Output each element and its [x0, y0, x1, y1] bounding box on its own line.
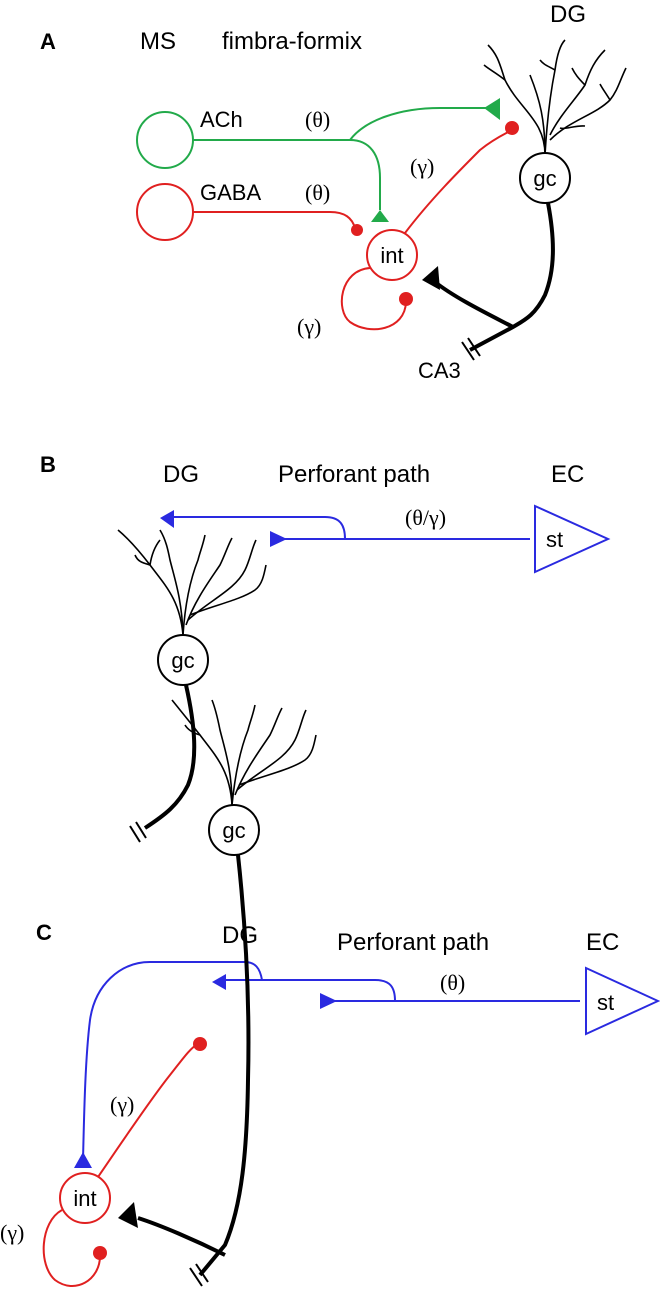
- int-axon-to-gc-c: [97, 1043, 199, 1178]
- ms-gaba-cell: [136, 183, 194, 241]
- st-label-c: st: [597, 990, 614, 1015]
- mossy-collateral-c: [137, 1216, 226, 1257]
- gc-cell-c: [208, 804, 260, 856]
- gamma-to-gc-c: (γ): [110, 1092, 134, 1117]
- dg-label-c: DG: [222, 922, 258, 949]
- dg-label-b: DG: [163, 461, 199, 488]
- mossy-fiber-b: [143, 684, 197, 830]
- gamma-to-gc-a: (γ): [410, 154, 434, 179]
- pp-to-int-c: [82, 961, 263, 1161]
- panel-a-label: A: [40, 29, 56, 54]
- interneuron-a: int (γ) (γ): [297, 121, 519, 339]
- granule-cell-a: gc CA3: [418, 152, 571, 383]
- pp-synapse-c-1: [212, 974, 226, 990]
- c-break-2: [195, 1263, 209, 1283]
- pp-synapse-b-1: [160, 510, 174, 528]
- int-cell-a: [366, 229, 418, 281]
- st-label-b: st: [546, 527, 563, 552]
- gc-cell-b: [157, 634, 209, 686]
- int-synapse-gc-c: [193, 1037, 207, 1051]
- perforant-path-b: [165, 516, 530, 540]
- rhythm-b: (θ/γ): [405, 505, 446, 530]
- b-break-1: [129, 825, 141, 843]
- interneuron-c: int (γ) (γ): [0, 1037, 207, 1287]
- ec-label-c: EC: [586, 929, 619, 956]
- ec-label-b: EC: [551, 461, 584, 488]
- pp-label-b: Perforant path: [278, 461, 430, 488]
- int-label-c: int: [73, 1186, 96, 1211]
- gc-label-c: gc: [222, 818, 245, 843]
- stellate-cell-c: [585, 966, 660, 1036]
- gc-dendrites-a: [483, 39, 627, 156]
- ca3-break-2: [467, 337, 481, 357]
- int-label-a: int: [380, 243, 403, 268]
- panel-c-label: C: [36, 920, 52, 945]
- self-loop-c: [42, 1209, 101, 1287]
- self-gamma-a: (γ): [297, 314, 321, 339]
- self-gamma-c: (γ): [0, 1220, 24, 1245]
- ca3-break-1: [461, 341, 475, 361]
- panel-a: A MS fimbra-formix DG ACh (θ): [40, 1, 627, 383]
- panel-b-label: B: [40, 452, 56, 477]
- self-synapse-c: [93, 1246, 107, 1260]
- ms-ach-cell: [136, 111, 194, 169]
- ms-label: MS: [140, 28, 176, 55]
- ach-synapse-gc: [484, 98, 500, 120]
- ach-axon-to-gc: [349, 107, 495, 141]
- perforant-path-c: [82, 961, 580, 1161]
- ach-rhythm: (θ): [305, 107, 330, 132]
- b-break-2: [135, 821, 147, 839]
- gaba-axon: [193, 211, 356, 229]
- ach-label: ACh: [200, 107, 243, 132]
- mossy-fiber-a: [469, 202, 555, 352]
- gc-label-b: gc: [171, 648, 194, 673]
- gaba-pathway: GABA (θ): [136, 180, 363, 241]
- mossy-collateral-a: [433, 280, 514, 329]
- int-synapse-gc: [505, 121, 519, 135]
- pp-label-c: Perforant path: [337, 929, 489, 956]
- pp-synapse-int-c: [74, 1152, 92, 1168]
- ca3-label: CA3: [418, 358, 461, 383]
- mossy-fiber-c: [198, 854, 251, 1277]
- self-synapse-a: [399, 292, 413, 306]
- fibra-label: fimbra-formix: [222, 28, 362, 55]
- panel-b: B DG Perforant path EC (θ/γ) st gc: [40, 452, 611, 843]
- gaba-rhythm: (θ): [305, 180, 330, 205]
- int-axon-to-gc: [404, 129, 513, 234]
- rhythm-c: (θ): [440, 970, 465, 995]
- pp-synapse-b-2: [270, 531, 287, 547]
- ach-pathway: ACh (θ): [136, 98, 500, 222]
- int-cell-c: [59, 1172, 111, 1224]
- gc-label-a: gc: [533, 166, 556, 191]
- pp-synapse-c-2: [320, 993, 337, 1009]
- dg-label-a: DG: [550, 1, 586, 28]
- c-break-1: [189, 1267, 203, 1287]
- gc-dendrites-b: [117, 529, 267, 636]
- mossy-synapse-int-c: [118, 1202, 138, 1228]
- gaba-synapse-int: [351, 224, 363, 236]
- granule-cell-c: gc: [118, 804, 260, 1287]
- stellate-cell-b: [534, 504, 611, 574]
- panel-c: C DG Perforant path EC (θ) st int: [0, 699, 660, 1287]
- ach-synapse-int: [371, 210, 389, 222]
- pp-branch-b: [165, 516, 346, 540]
- pp-branch-c: [218, 979, 396, 1002]
- mossy-synapse-int-a: [422, 266, 440, 290]
- gc-dendrites-c: [171, 699, 317, 806]
- self-loop-a: [340, 267, 407, 331]
- gaba-label: GABA: [200, 180, 261, 205]
- gc-cell-a: [519, 152, 571, 204]
